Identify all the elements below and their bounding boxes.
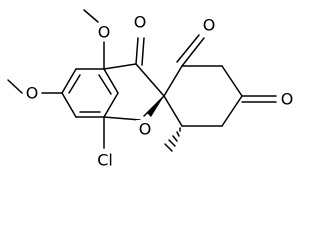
methoxy-group-bottom <box>7 79 63 94</box>
hash-4 <box>168 139 176 147</box>
hash-3 <box>172 135 178 142</box>
bond-c3-c2 <box>135 63 165 97</box>
bond-c3a-c4 <box>103 68 119 94</box>
aromatic-inner-bond-2 <box>68 74 81 94</box>
bond-c6p-c2 <box>163 95 183 127</box>
atom-label-o-methoxy-top: O <box>98 23 111 42</box>
bond-c3-o-double-b <box>141 37 145 66</box>
bond-o-ch3-bottom <box>7 79 23 94</box>
bond-c3a-c3 <box>103 63 137 70</box>
bond-c4p-c5p <box>221 95 243 127</box>
bond-c2p-o-double-a <box>181 37 205 67</box>
bond-c3p-c4p <box>221 65 243 97</box>
spiro-bold-wedge <box>147 96 164 117</box>
hash-2 <box>176 131 180 137</box>
aromatic-inner-bond-1 <box>98 74 112 95</box>
hash-5 <box>164 143 173 152</box>
bond-c6-c7 <box>61 92 77 118</box>
atom-label-o-ketone-4prime: O <box>281 90 294 109</box>
bond-c5-c6 <box>61 68 77 94</box>
griseofulvin-structure: O O O O O O Cl <box>7 9 294 170</box>
methoxy-group-top <box>83 9 105 70</box>
atom-label-o-ketone-2prime: O <box>203 16 216 35</box>
cyclohexane-ring <box>163 34 277 127</box>
bond-o-ch3-top <box>83 9 99 23</box>
bond-c7a-o1 <box>103 116 141 121</box>
methyl-hashed-wedge <box>164 127 181 152</box>
atom-label-o-ketone-3: O <box>134 13 147 32</box>
bond-c2-c2p <box>163 65 183 97</box>
benzene-ring <box>61 68 119 118</box>
atom-label-chlorine: Cl <box>97 151 113 170</box>
bond-c7a-c3a <box>103 92 119 118</box>
atom-label-o-ring: O <box>139 120 152 139</box>
bond-c3-o-double-a <box>135 37 139 65</box>
atom-label-o-methoxy-bottom: O <box>26 84 39 103</box>
structure-diagram: O O O O O O Cl <box>7 9 294 170</box>
bond-c2p-o-double-b <box>176 34 200 63</box>
